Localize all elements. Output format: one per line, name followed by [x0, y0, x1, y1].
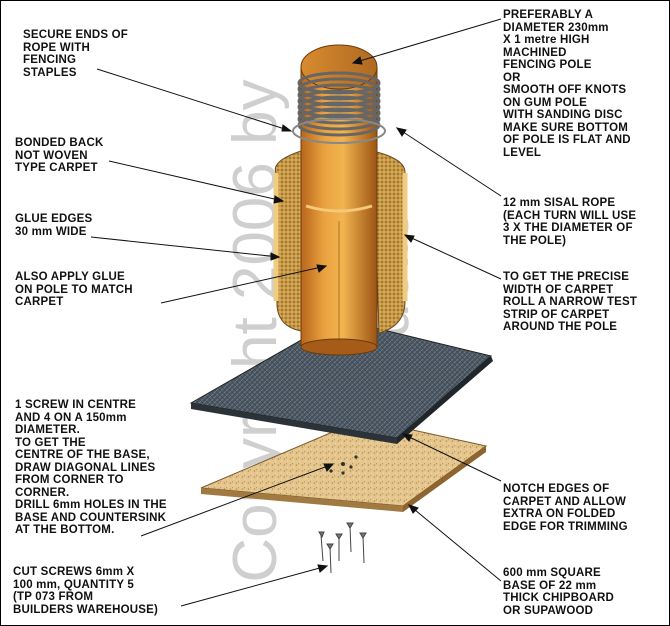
label-notch-edges: NOTCH EDGES OF CARPET AND ALLOW EXTRA ON… [503, 483, 628, 533]
label-carpet-width: TO GET THE PRECISE WIDTH OF CARPET ROLL … [503, 271, 638, 333]
label-cut-screws: CUT SCREWS 6mm X 100 mm, QUANTITY 5 (TP … [13, 566, 159, 616]
label-bonded-carpet: BONDED BACK NOT WOVEN TYPE CARPET [15, 137, 104, 174]
label-glue-pole: ALSO APPLY GLUE ON POLE TO MATCH CARPET [15, 271, 133, 308]
watermark-line-1: Copyright 2006 by [221, 79, 290, 582]
chipboard-base [200, 418, 488, 512]
label-pole-spec: PREFERABLY A DIAMETER 230mm X 1 metre HI… [503, 9, 631, 159]
sisal-rope-coil [292, 71, 386, 144]
label-secure-rope-ends: SECURE ENDS OF ROPE WITH FENCING STAPLES [23, 29, 129, 79]
label-screw-instructions: 1 SCREW IN CENTRE AND 4 ON A 150mm DIAME… [15, 399, 167, 536]
label-base-spec: 600 mm SQUARE BASE OF 22 mm THICK CHIPBO… [503, 567, 614, 617]
carpet-sleeve-back [273, 150, 408, 334]
label-glue-edges: GLUE EDGES 30 mm WIDE [15, 213, 93, 238]
screw-holes [329, 455, 358, 475]
carpet-mat [189, 318, 493, 444]
screws [318, 522, 367, 574]
leader-lines [90, 18, 502, 607]
label-sisal-rope: 12 mm SISAL ROPE (EACH TURN WILL USE 3 X… [503, 197, 637, 247]
